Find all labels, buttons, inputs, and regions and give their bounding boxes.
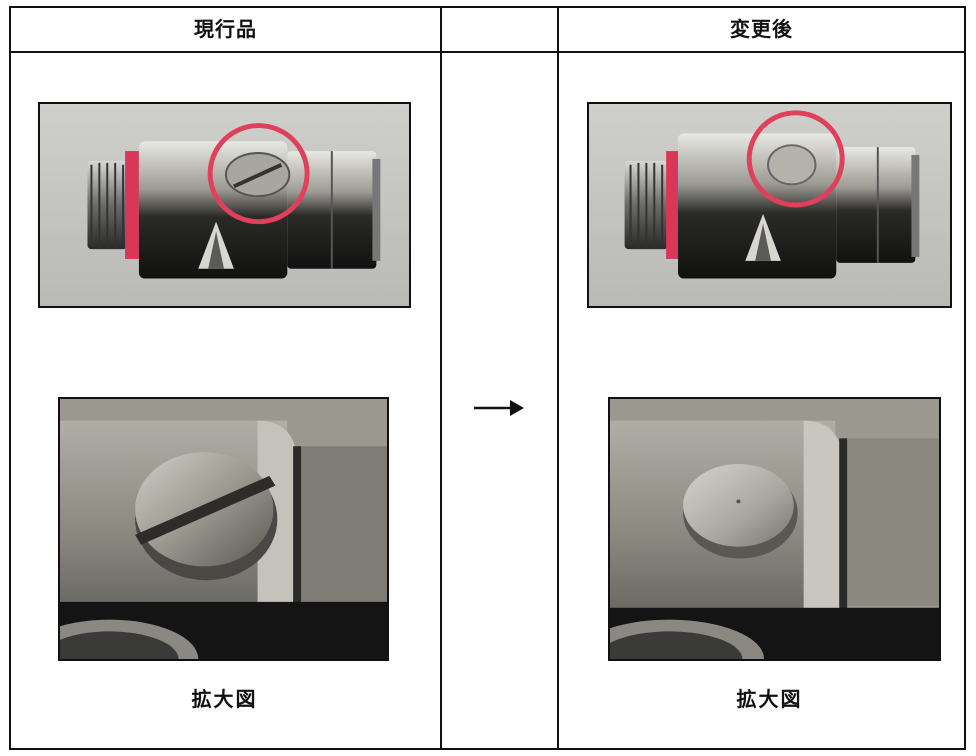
header-current-product: 現行品 [194,17,257,41]
right-closeup-caption: 拡大図 [736,687,803,711]
left-closeup-caption: 拡大図 [191,687,258,711]
changed-product-photo [587,102,952,308]
column-divider-left [440,8,442,748]
current-product-photo [38,102,411,308]
comparison-table: 現行品 変更後 [9,6,966,750]
header-middle [442,8,557,51]
changed-closeup-photo [608,397,941,661]
header-divider [11,51,964,53]
header-after-change: 変更後 [730,17,793,41]
right-arrow-icon [466,393,530,423]
current-closeup-photo [58,397,389,661]
column-divider-right [557,8,559,748]
